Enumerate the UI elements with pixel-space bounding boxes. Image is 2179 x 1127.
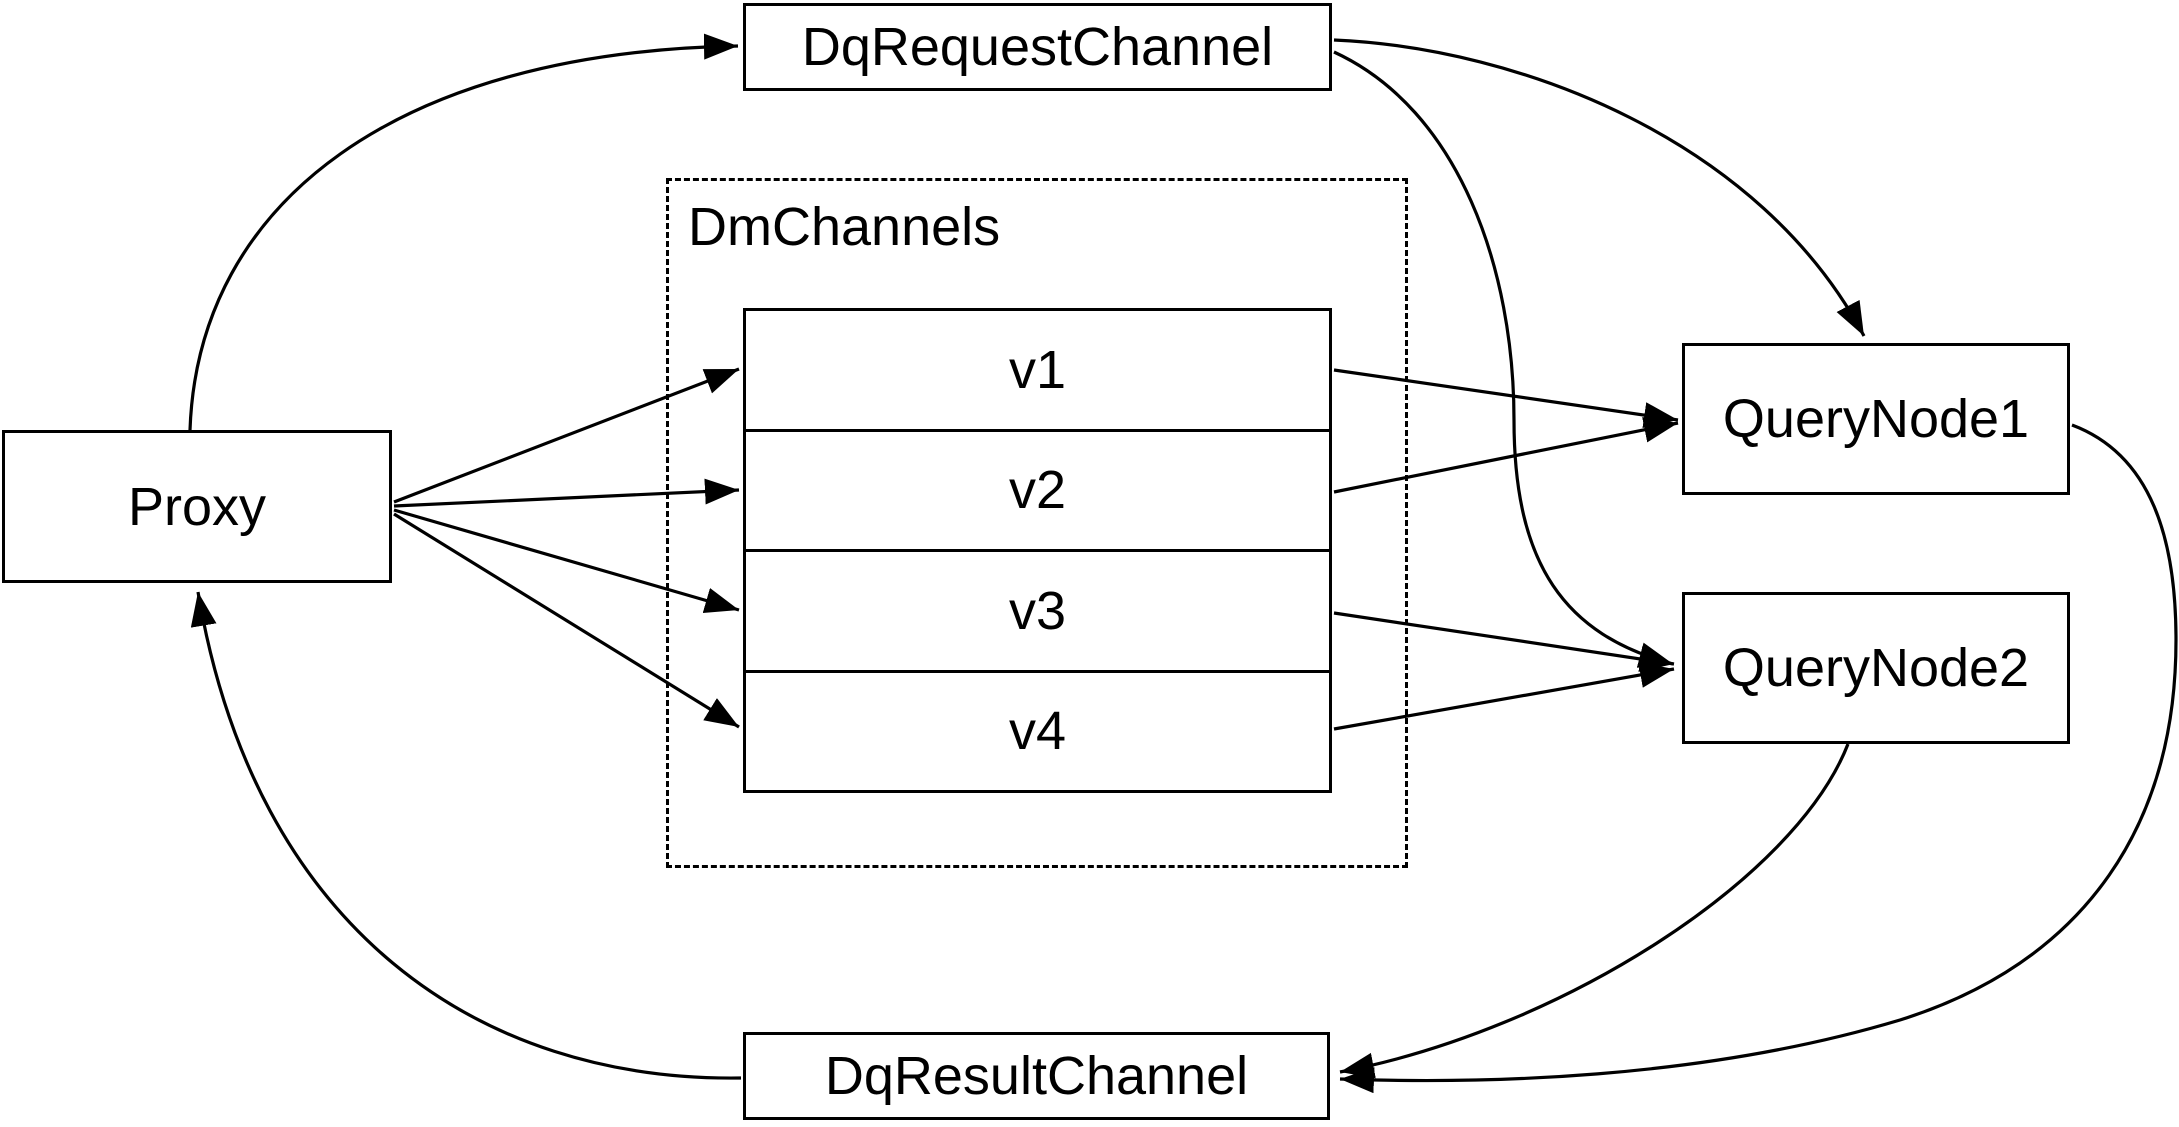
dmchannels-group-box (666, 178, 1408, 868)
node-querynode1: QueryNode1 (1682, 343, 2070, 495)
dmchannels-vchannel-stack: v1 v2 v3 v4 (743, 308, 1332, 793)
node-v1: v1 (1008, 339, 1067, 400)
edge-proxy-to-dqrequestchannel (188, 33, 739, 431)
edge-v1-to-querynode1 (1333, 368, 1679, 428)
edge-proxy-to-v1 (393, 367, 740, 504)
edge-dqrequestchannel-to-querynode2 (1333, 50, 1674, 668)
node-v3: v3 (746, 549, 1329, 670)
edge-v4-to-querynode2 (1333, 662, 1675, 731)
edge-proxy-to-v2 (393, 478, 740, 508)
edge-proxy-to-v3 (393, 508, 740, 614)
edge-dqrequestchannel-to-querynode1 (1333, 38, 1866, 337)
node-proxy: Proxy (2, 430, 392, 583)
edge-proxy-to-v4 (393, 512, 740, 729)
node-querynode2: QueryNode2 (1682, 592, 2070, 744)
node-v4: v4 (746, 669, 1329, 791)
edge-v3-to-querynode2 (1333, 611, 1675, 672)
edge-v2-to-querynode1 (1333, 416, 1679, 494)
node-dqrequestchannel: DqRequestChannel (743, 3, 1332, 91)
dmchannels-group-label: DmChannels (688, 197, 1001, 257)
edge-dqresultchannel-to-proxy (190, 591, 742, 1080)
node-dqresultchannel: DqResultChannel (743, 1032, 1330, 1120)
edge-querynode1-to-dqresultchannel (1339, 423, 2178, 1094)
node-v2: v2 (746, 428, 1329, 550)
edge-querynode2-to-dqresultchannel (1339, 743, 1850, 1079)
